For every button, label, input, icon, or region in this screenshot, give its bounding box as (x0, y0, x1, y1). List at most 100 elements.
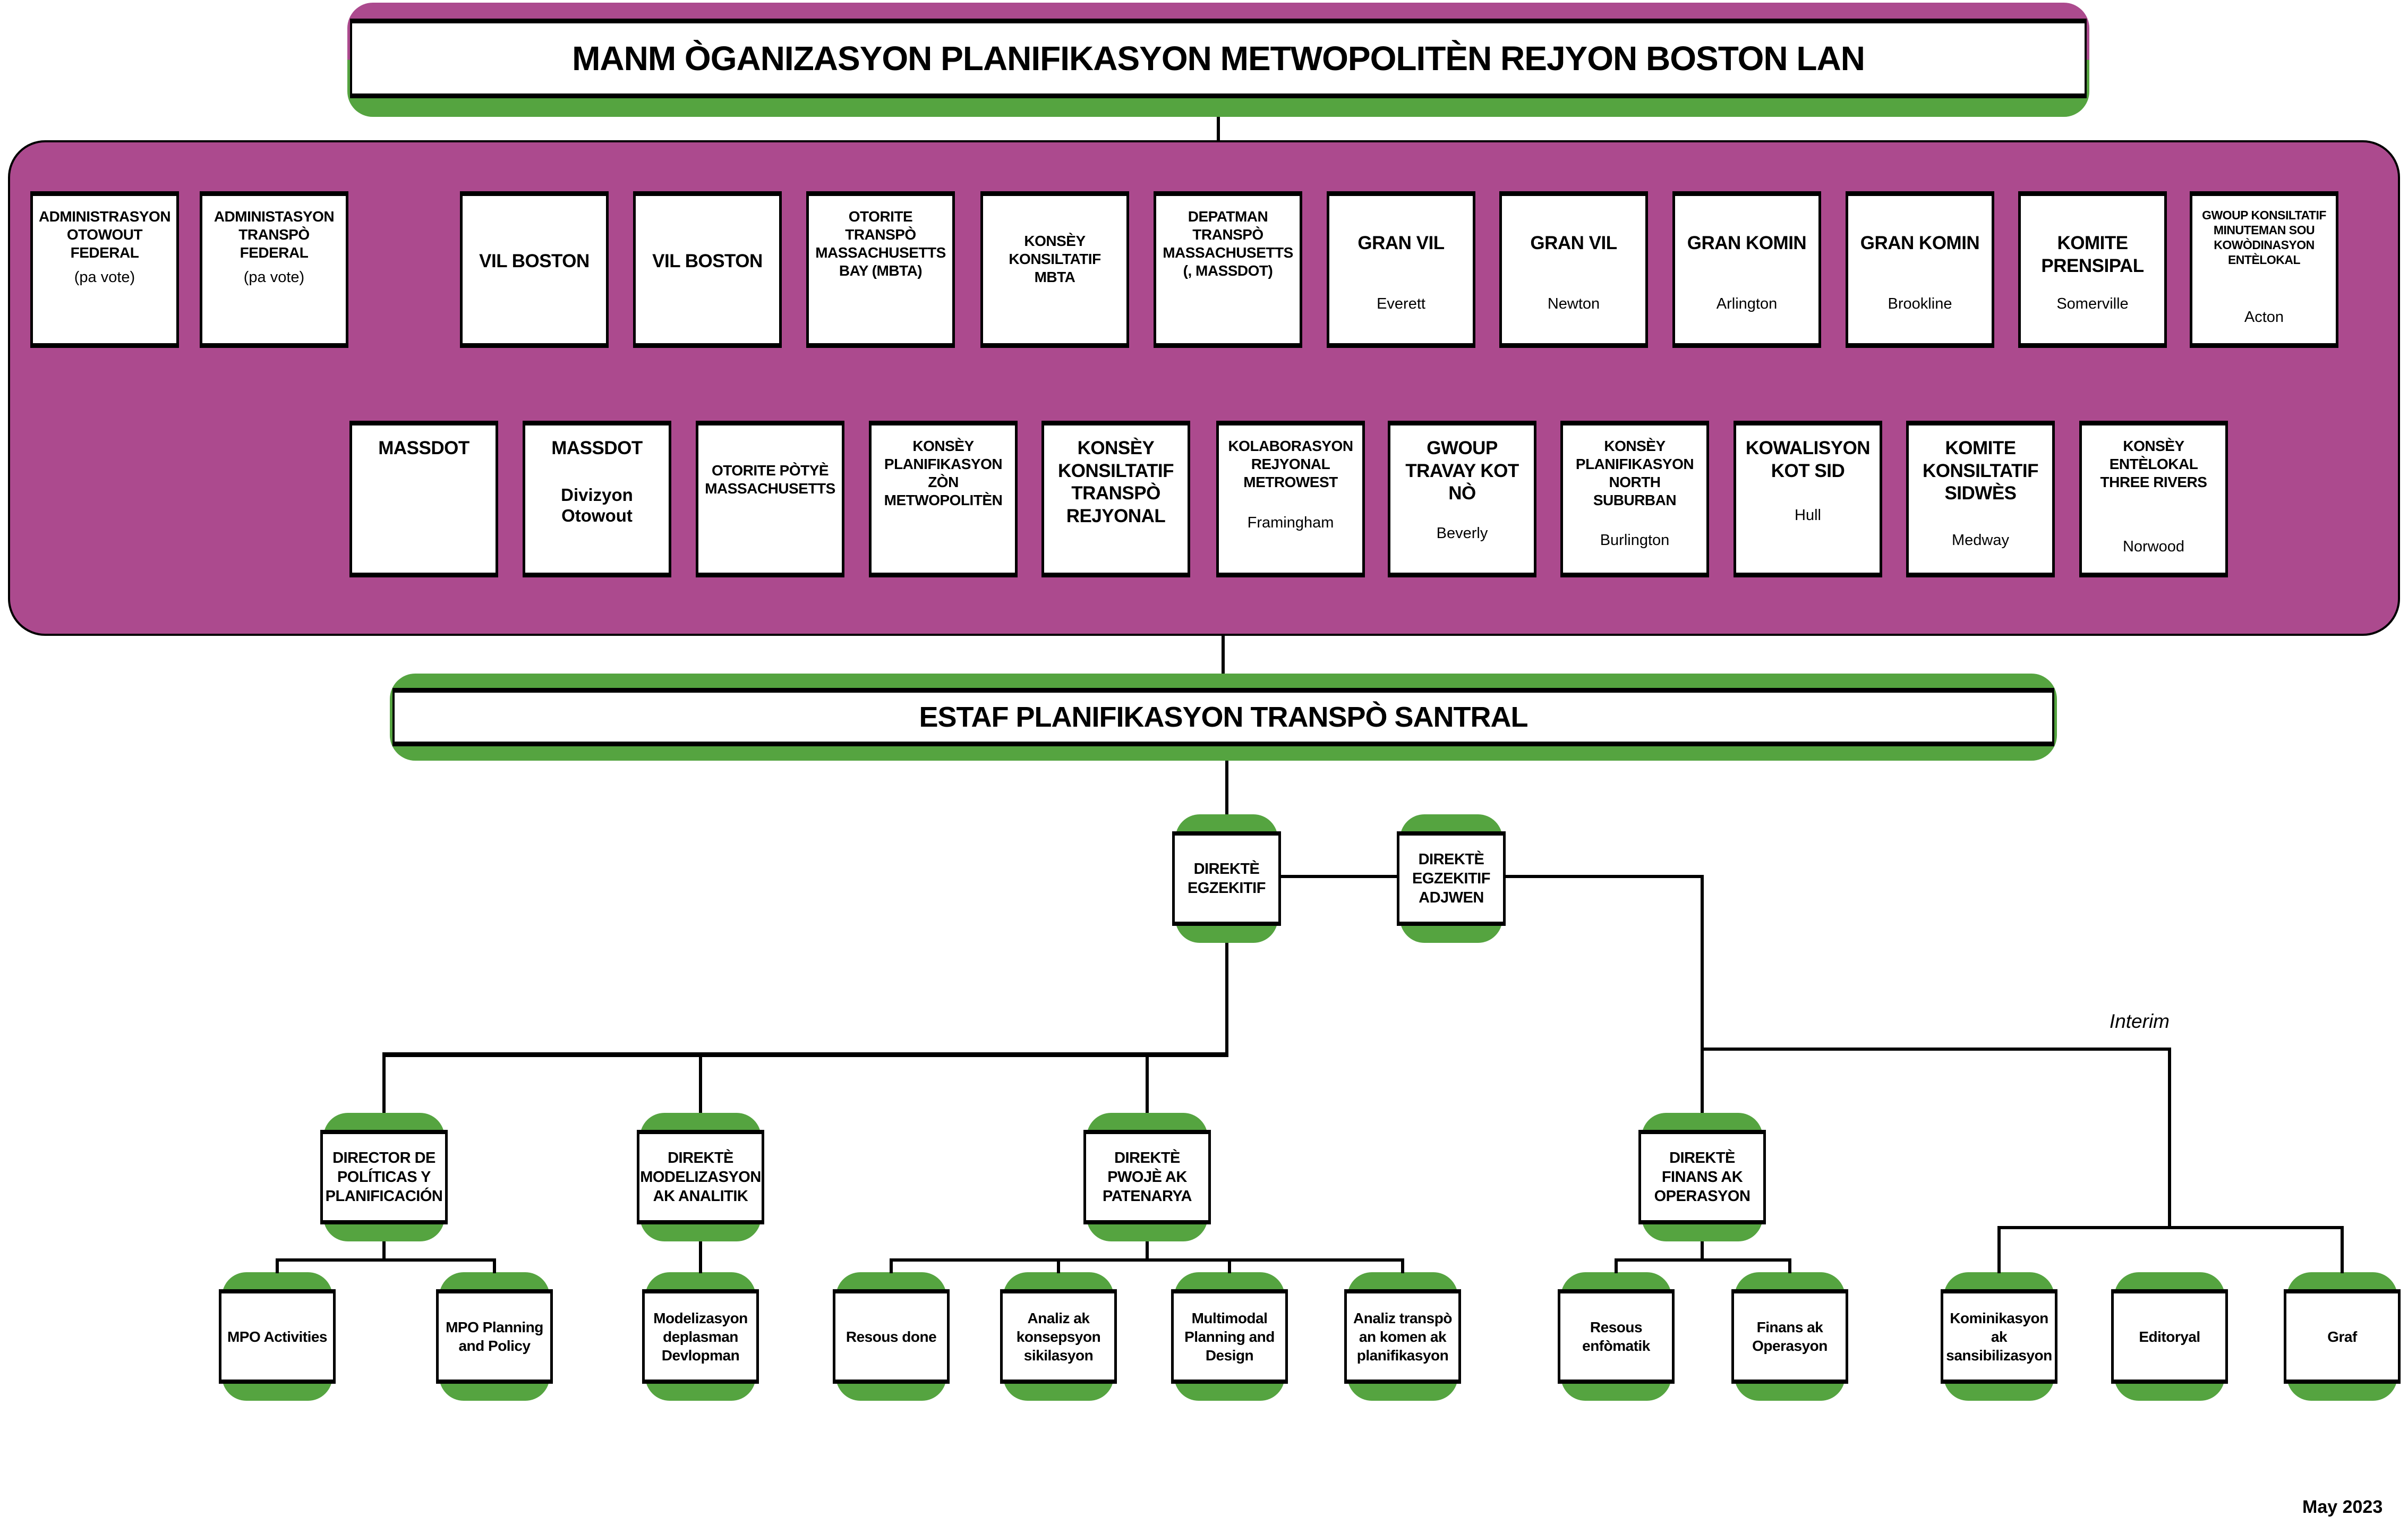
director-label: DIREKTÈ PWOJÈ AK PATENARYA (1083, 1130, 1211, 1224)
staff-banner-box: ESTAF PLANIFIKASYON TRANSPÒ SANTRAL (392, 688, 2054, 746)
member-box-massport: OTORITE PÒTYÈ MASSACHUSETTS (696, 421, 844, 577)
member-box-fhwa: ADMINISTRASYON OTOWOUT FEDERAL (pa vote) (30, 191, 179, 348)
member-title: KOWALISYON KOT SID (1745, 438, 1871, 481)
deputy-executive-director-box: DIREKTÈ EGZEKITIF ADJWEN (1397, 814, 1506, 943)
unit-graphics-box: Graf (2284, 1272, 2401, 1401)
unit-label: Analiz ak konsepsyon sikilasyon (1000, 1289, 1117, 1384)
member-box-metrowest: KOLABORASYON REJYONAL METROWEST Framingh… (1216, 421, 1365, 577)
member-subtitle: Norwood (2122, 538, 2185, 555)
member-title: KONSÈY PLANIFIKASYON ZÒN METWOPOLITÈN (884, 438, 1003, 509)
staff-banner-title: ESTAF PLANIFIKASYON TRANSPÒ SANTRAL (919, 701, 1528, 733)
member-box-mapc: KONSÈY PLANIFIKASYON ZÒN METWOPOLITÈN (869, 421, 1018, 577)
title-banner: MANM ÒGANIZASYON PLANIFIKASYON METWOPOLI… (347, 3, 2089, 117)
unit-label: Graf (2284, 1289, 2401, 1384)
connector-line (1228, 1258, 1231, 1273)
unit-data-resources-box: Resous done (833, 1272, 950, 1401)
member-title: KONSÈY ENTÈLOKAL THREE RIVERS (2100, 438, 2207, 491)
connector-line (1701, 875, 1704, 1113)
unit-mpo-activities-box: MPO Activities (219, 1272, 336, 1401)
connector-line (1225, 943, 1228, 1055)
member-title: MASSDOT (378, 438, 469, 458)
connector-line (276, 1258, 279, 1273)
unit-label: Kominikasyon ak sansibilizasyon (1941, 1289, 2057, 1384)
member-title: ADMINISTASYON TRANSPÒ FEDERAL (214, 208, 335, 261)
member-title: VIL BOSTON (652, 251, 763, 271)
title-banner-box: MANM ÒGANIZASYON PLANIFIKASYON METWOPOLI… (350, 19, 2087, 98)
director-modeling-analytics-box: DIREKTÈ MODELIZASYON AK ANALITIK (637, 1113, 764, 1241)
member-title: GWOUP KONSILTATIF MINUTEMAN SOU KOWÒDINA… (2202, 208, 2326, 267)
connector-line (493, 1258, 496, 1273)
member-box-boston-2: VIL BOSTON (633, 191, 782, 348)
member-title: KOLABORASYON REJYONAL METROWEST (1228, 438, 1353, 491)
member-title: GRAN VIL (1530, 233, 1617, 253)
member-box-somerville: KOMITE PRENSIPAL Somerville (2018, 191, 2167, 348)
unit-label: Resous enfòmatik (1558, 1289, 1675, 1384)
unit-travel-model-development-box: Modelizasyon deplasman Devlopman (642, 1272, 759, 1401)
deputy-executive-director-label: DIREKTÈ EGZEKITIF ADJWEN (1397, 831, 1506, 926)
connector-line (1146, 1241, 1149, 1262)
member-box-fta: ADMINISTASYON TRANSPÒ FEDERAL (pa vote) (200, 191, 348, 348)
member-title: ADMINISTRASYON OTOWOUT FEDERAL (38, 208, 171, 261)
member-box-north-suburban: KONSÈY PLANIFIKASYON NORTH SUBURBAN Burl… (1560, 421, 1709, 577)
date-label: May 2023 (2302, 1497, 2383, 1517)
member-box-mbta-advisory: KONSÈY KONSILTATIF MBTA (980, 191, 1129, 348)
member-subtitle: Divizyon Otowout (561, 484, 633, 526)
unit-traffic-analysis-design-box: Analiz ak konsepsyon sikilasyon (1000, 1272, 1117, 1401)
unit-mpo-planning-policy-box: MPO Planning and Policy (436, 1272, 553, 1401)
connector-line (1057, 1258, 1060, 1273)
member-title: KONSÈY PLANIFIKASYON NORTH SUBURBAN (1575, 438, 1694, 509)
director-projects-partnerships-box: DIREKTÈ PWOJÈ AK PATENARYA (1083, 1113, 1211, 1241)
connector-line (1702, 1048, 2171, 1051)
connector-line (1146, 1054, 1149, 1113)
unit-multimodal-planning-design-box: Multimodal Planning and Design (1171, 1272, 1288, 1401)
member-title: KONSÈY KONSILTATIF MBTA (1009, 233, 1101, 286)
connector-line (1281, 875, 1397, 878)
connector-line (1225, 761, 1228, 814)
member-subtitle: Brookline (1888, 295, 1952, 312)
member-subtitle: Newton (1547, 295, 1600, 312)
page-title: MANM ÒGANIZASYON PLANIFIKASYON METWOPOLI… (572, 39, 1865, 78)
member-subtitle: Beverly (1436, 524, 1488, 542)
connector-line (2168, 1048, 2171, 1227)
connector-line (1615, 1258, 1791, 1262)
unit-finance-operations-box: Finans ak Operasyon (1731, 1272, 1848, 1401)
director-label: DIREKTÈ FINANS AK OPERASYON (1638, 1130, 1766, 1224)
connector-line (2341, 1226, 2344, 1273)
member-title: KONSÈY KONSILTATIF TRANSPÒ REJYONAL (1057, 438, 1174, 527)
connector-line (382, 1052, 1228, 1057)
unit-label: Editoryal (2111, 1289, 2228, 1384)
connector-line (382, 1054, 386, 1113)
unit-label: MPO Planning and Policy (436, 1289, 553, 1384)
member-subtitle: Somerville (2056, 295, 2129, 312)
unit-editorial-box: Editoryal (2111, 1272, 2228, 1401)
connector-line (699, 1054, 702, 1113)
member-title: GRAN KOMIN (1860, 233, 1980, 253)
member-box-arlington: GRAN KOMIN Arlington (1672, 191, 1821, 348)
executive-director-label: DIREKTÈ EGZEKITIF (1172, 831, 1281, 926)
connector-line (1615, 1258, 1618, 1273)
connector-line (1506, 875, 1704, 878)
connector-line (699, 1241, 702, 1273)
connector-line (1217, 117, 1220, 140)
member-box-south-shore: KOWALISYON KOT SID Hull (1734, 421, 1882, 577)
director-label: DIRECTOR DE POLÍTICAS Y PLANIFICACIÓN (320, 1130, 448, 1224)
member-title: DEPATMAN TRANSPÒ MASSACHUSETTS (, MASSDO… (1163, 208, 1293, 279)
member-box-rtac: KONSÈY KONSILTATIF TRANSPÒ REJYONAL (1041, 421, 1190, 577)
member-title: GWOUP TRAVAY KOT NÒ (1405, 438, 1519, 504)
member-title: VIL BOSTON (479, 251, 590, 271)
connector-line (1222, 636, 1225, 674)
interim-label: Interim (2109, 1010, 2170, 1032)
unit-label: MPO Activities (219, 1289, 336, 1384)
member-box-massdot-dept: DEPATMAN TRANSPÒ MASSACHUSETTS (, MASSDO… (1154, 191, 1302, 348)
connector-line (1701, 1241, 1704, 1262)
executive-director-box: DIREKTÈ EGZEKITIF (1172, 814, 1281, 943)
member-box-massdot: MASSDOT (349, 421, 498, 577)
member-box-north-shore: GWOUP TRAVAY KOT NÒ Beverly (1388, 421, 1536, 577)
unit-label: Resous done (833, 1289, 950, 1384)
member-subtitle: (pa vote) (243, 269, 305, 286)
member-subtitle: Acton (2244, 308, 2284, 326)
member-box-massdot-highway: MASSDOT Divizyon Otowout (523, 421, 671, 577)
connector-line (1788, 1258, 1791, 1273)
member-title: KOMITE PRENSIPAL (2041, 233, 2144, 276)
member-box-southwest: KOMITE KONSILTATIF SIDWÈS Medway (1906, 421, 2055, 577)
